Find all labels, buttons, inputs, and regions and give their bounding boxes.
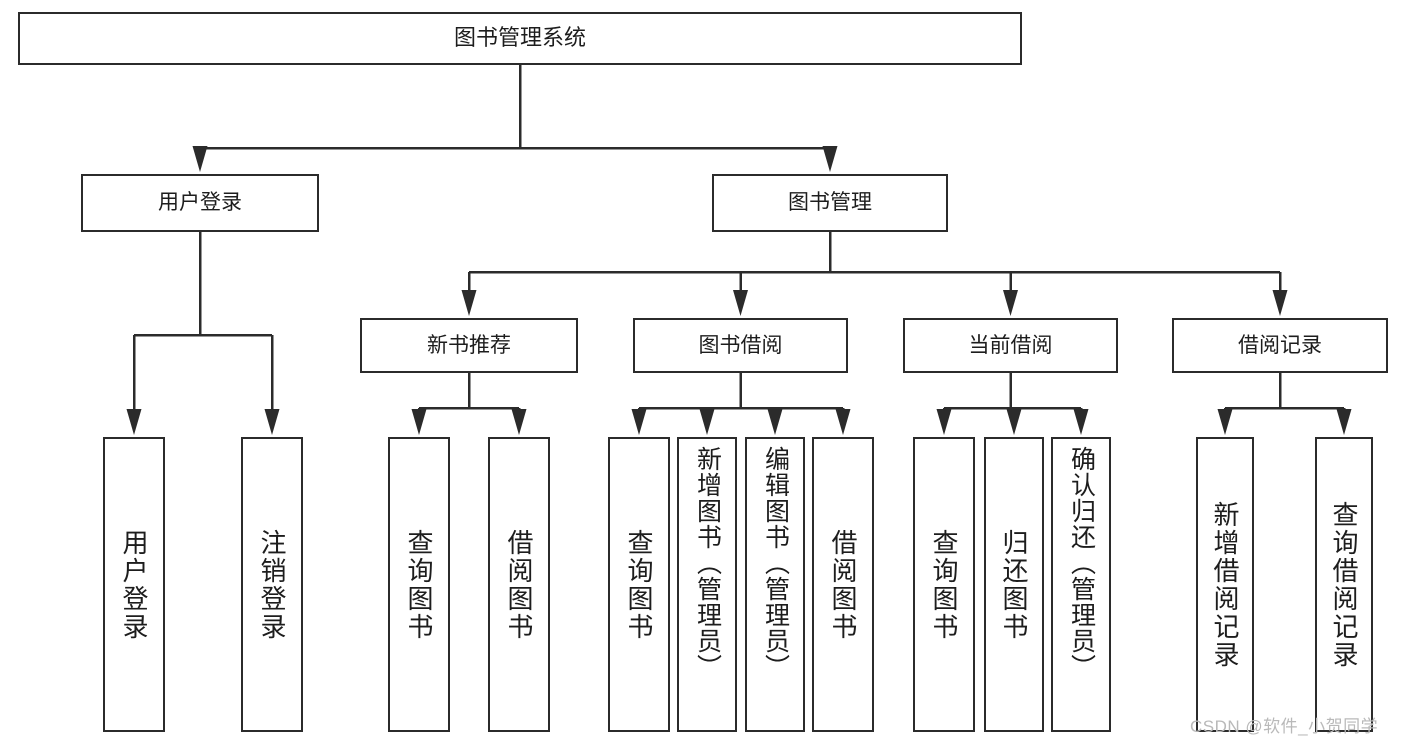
node-label: 查询图书 xyxy=(929,528,959,641)
node-user-login[interactable]: 用户登录 xyxy=(81,174,319,232)
arrow-head xyxy=(936,409,952,435)
node-leaf-query-2[interactable]: 查询图书 xyxy=(608,437,670,732)
node-label: 用户登录 xyxy=(158,191,242,215)
node-root[interactable]: 图书管理系统 xyxy=(18,12,1022,65)
node-leaf-add-rec[interactable]: 新增借阅记录 xyxy=(1196,437,1254,732)
node-leaf-add-book[interactable]: 新增图书（管理员） xyxy=(677,437,737,732)
arrow-head xyxy=(1272,290,1288,316)
node-book-manage[interactable]: 图书管理 xyxy=(712,174,948,232)
node-label: 图书管理系统 xyxy=(453,25,586,51)
node-label: 注销登录 xyxy=(257,528,287,641)
arrow-head xyxy=(264,409,280,435)
node-leaf-query-1[interactable]: 查询图书 xyxy=(388,437,450,732)
arrow-head xyxy=(511,409,527,435)
arrow-head xyxy=(411,409,427,435)
node-label: 用户登录 xyxy=(119,528,149,641)
node-borrow-record[interactable]: 借阅记录 xyxy=(1172,318,1388,373)
node-label: 图书借阅 xyxy=(698,333,783,357)
arrow-head xyxy=(699,409,715,435)
node-leaf-query-3[interactable]: 查询图书 xyxy=(913,437,975,732)
node-label: 编辑图书（管理员） xyxy=(761,446,790,680)
arrow-head xyxy=(767,409,783,435)
node-leaf-return[interactable]: 归还图书 xyxy=(984,437,1044,732)
arrow-head xyxy=(631,409,647,435)
arrow-head xyxy=(1006,409,1022,435)
node-leaf-logout[interactable]: 注销登录 xyxy=(241,437,303,732)
node-label: 确认归还（管理员） xyxy=(1067,446,1096,680)
arrow-head xyxy=(461,290,477,316)
arrow-head xyxy=(1073,409,1089,435)
node-label: 借阅记录 xyxy=(1238,333,1322,357)
node-label: 新增借阅记录 xyxy=(1210,500,1240,669)
arrow-head xyxy=(733,290,748,316)
node-label: 查询图书 xyxy=(404,528,434,641)
node-current-borrow[interactable]: 当前借阅 xyxy=(903,318,1118,373)
arrow-head xyxy=(835,409,851,435)
node-leaf-confirm[interactable]: 确认归还（管理员） xyxy=(1051,437,1111,732)
node-book-borrow[interactable]: 图书借阅 xyxy=(633,318,848,373)
node-leaf-borrow-2[interactable]: 借阅图书 xyxy=(812,437,874,732)
node-leaf-login[interactable]: 用户登录 xyxy=(103,437,165,732)
node-label: 借阅图书 xyxy=(828,528,858,641)
node-leaf-borrow-1[interactable]: 借阅图书 xyxy=(488,437,550,732)
arrow-head xyxy=(822,146,838,172)
node-label: 查询借阅记录 xyxy=(1329,500,1359,669)
arrow-head xyxy=(1217,409,1233,435)
node-label: 借阅图书 xyxy=(504,528,534,641)
arrow-head xyxy=(1336,409,1352,435)
arrow-head xyxy=(1003,290,1018,316)
node-label: 图书管理 xyxy=(788,191,872,215)
arrow-head xyxy=(192,146,208,172)
node-leaf-edit-book[interactable]: 编辑图书（管理员） xyxy=(745,437,805,732)
node-leaf-query-rec[interactable]: 查询借阅记录 xyxy=(1315,437,1373,732)
node-label: 新书推荐 xyxy=(427,333,511,357)
node-label: 查询图书 xyxy=(624,528,654,641)
node-label: 归还图书 xyxy=(999,528,1029,641)
arrow-head xyxy=(126,409,142,435)
node-label: 当前借阅 xyxy=(968,333,1053,357)
node-label: 新增图书（管理员） xyxy=(693,446,722,680)
node-new-book-rec[interactable]: 新书推荐 xyxy=(360,318,578,373)
